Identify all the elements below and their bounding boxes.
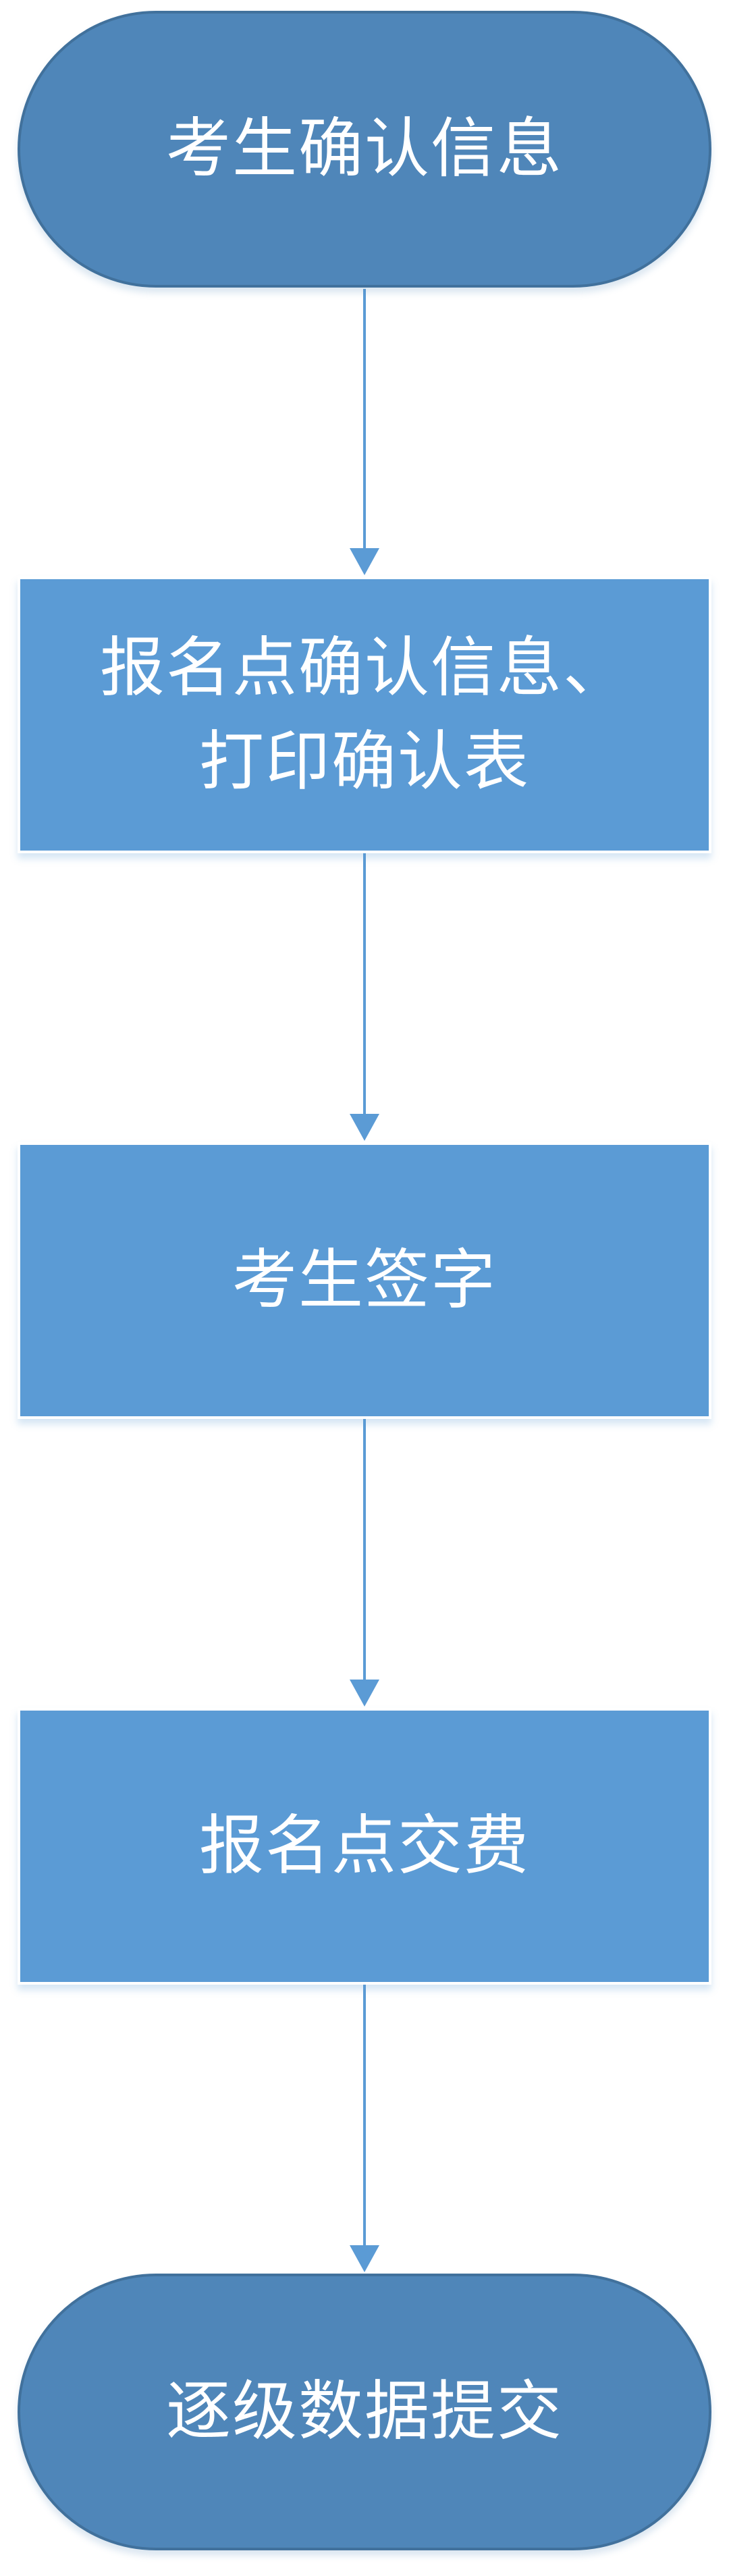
step-process-payment: 报名点交费 bbox=[18, 1708, 711, 1985]
step-label: 考生签字 bbox=[232, 1242, 497, 1318]
arrow-4-to-5 bbox=[350, 1985, 379, 2272]
step-label: 报名点确认信息、 打印确认表 bbox=[100, 629, 629, 799]
step-process-confirm-print: 报名点确认信息、 打印确认表 bbox=[18, 576, 711, 853]
step-end-terminal: 逐级数据提交 bbox=[18, 2274, 711, 2550]
arrowhead-icon bbox=[350, 1680, 379, 1707]
step-process-sign: 考生签字 bbox=[18, 1142, 711, 1419]
step-start-terminal: 考生确认信息 bbox=[18, 11, 711, 288]
step-label: 考生确认信息 bbox=[166, 111, 563, 187]
arrow-2-to-3 bbox=[350, 853, 379, 1141]
arrow-1-to-2 bbox=[350, 289, 379, 575]
arrow-3-to-4 bbox=[350, 1419, 379, 1707]
arrowhead-icon bbox=[350, 2245, 379, 2272]
arrowhead-icon bbox=[350, 548, 379, 575]
arrowhead-icon bbox=[350, 1114, 379, 1141]
step-label: 逐级数据提交 bbox=[166, 2373, 563, 2450]
step-label: 报名点交费 bbox=[199, 1808, 530, 1884]
